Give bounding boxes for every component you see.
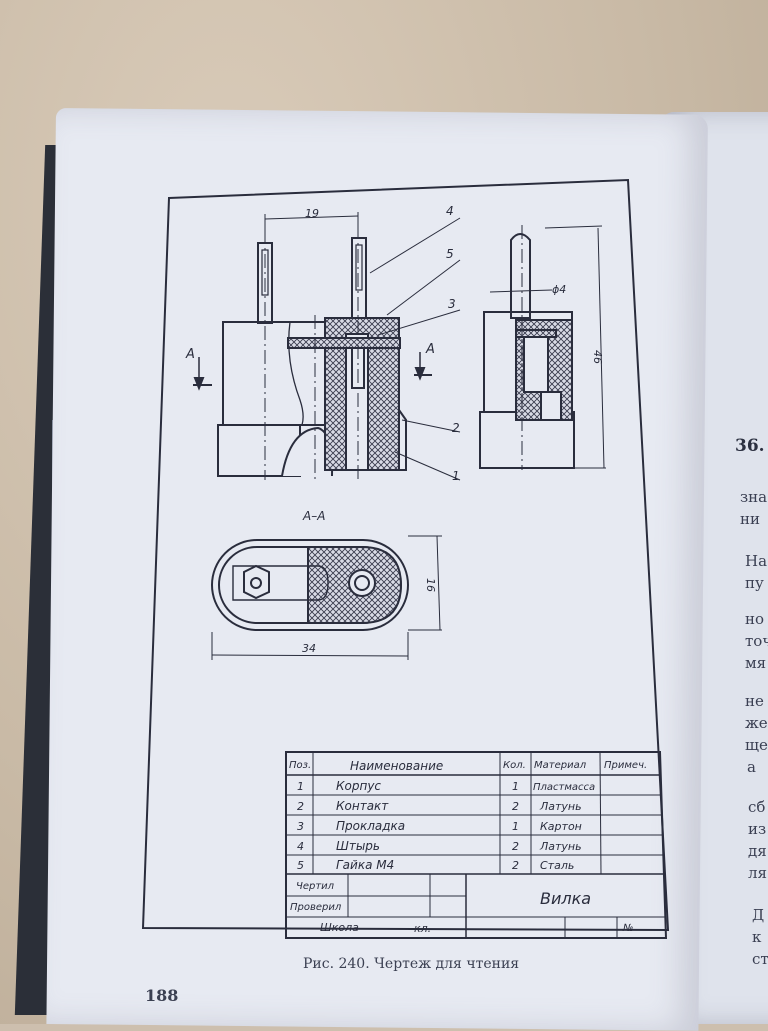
title-block-label: Проверил bbox=[290, 902, 342, 913]
title-block-label: № bbox=[622, 923, 633, 934]
svg-text:2: 2 bbox=[297, 800, 304, 813]
text-fragment: же bbox=[745, 714, 768, 732]
svg-text:2: 2 bbox=[512, 800, 519, 813]
dimension-label: 19 bbox=[305, 207, 319, 220]
text-fragment: ни bbox=[740, 510, 760, 528]
svg-text:1: 1 bbox=[297, 780, 304, 793]
drawing-title: Вилка bbox=[540, 889, 591, 908]
callout-label: 2 bbox=[452, 421, 460, 435]
section-marker: А bbox=[425, 342, 435, 357]
text-fragment: сб bbox=[748, 798, 766, 816]
svg-text:Сталь: Сталь bbox=[540, 859, 574, 872]
text-fragment: но bbox=[745, 610, 765, 628]
svg-text:Картон: Картон bbox=[540, 820, 582, 833]
callout-label: 4 bbox=[446, 204, 454, 218]
table-row: 3 Прокладка 1 Картон bbox=[297, 819, 582, 833]
dimension-label: ϕ4 bbox=[552, 283, 566, 296]
text-fragment: Д bbox=[752, 906, 765, 924]
specification-table bbox=[285, 751, 668, 939]
svg-text:3: 3 bbox=[297, 820, 304, 833]
svg-text:1: 1 bbox=[512, 780, 519, 793]
table-header: Поз. bbox=[289, 760, 311, 771]
svg-text:Штырь: Штырь bbox=[336, 839, 380, 853]
svg-text:Контакт: Контакт bbox=[336, 799, 389, 813]
dimension-label: 46 bbox=[591, 350, 604, 364]
callout-label: 5 bbox=[446, 247, 454, 261]
text-fragment: дя bbox=[748, 842, 767, 860]
side-view bbox=[479, 225, 606, 470]
title-block-label: Чертил bbox=[296, 881, 335, 892]
text-fragment: ще bbox=[745, 736, 768, 754]
title-block-label: Школа bbox=[320, 921, 359, 934]
section-marker: А bbox=[185, 347, 195, 362]
section-title: А–А bbox=[302, 509, 325, 523]
table-row: 4 Штырь 2 Латунь bbox=[297, 839, 582, 853]
svg-text:1: 1 bbox=[512, 820, 519, 833]
svg-text:Латунь: Латунь bbox=[539, 800, 582, 813]
svg-text:Прокладка: Прокладка bbox=[336, 819, 405, 833]
callout-label: 3 bbox=[448, 297, 456, 311]
page-number: 188 bbox=[145, 986, 179, 1005]
svg-text:2: 2 bbox=[512, 840, 519, 853]
dimension-label: 16 bbox=[424, 578, 437, 592]
text-fragment: На bbox=[745, 552, 768, 570]
table-row: 2 Контакт 2 Латунь bbox=[297, 799, 582, 813]
svg-text:Гайка М4: Гайка М4 bbox=[336, 858, 394, 872]
svg-text:4: 4 bbox=[297, 840, 304, 853]
title-block-label: кл. bbox=[414, 922, 431, 935]
table-header: Примеч. bbox=[604, 760, 647, 771]
exercise-number: 36. bbox=[735, 436, 765, 456]
text-fragment: не bbox=[745, 692, 764, 710]
text-fragment: ля bbox=[748, 864, 767, 882]
svg-text:Латунь: Латунь bbox=[539, 840, 582, 853]
svg-text:Пластмасса: Пластмасса bbox=[533, 782, 595, 793]
table-header: Материал bbox=[534, 760, 587, 771]
text-fragment: ст bbox=[752, 950, 768, 968]
section-view bbox=[211, 535, 442, 660]
svg-text:Корпус: Корпус bbox=[336, 779, 381, 793]
text-fragment: точ bbox=[745, 632, 768, 650]
table-row: 5 Гайка М4 2 Сталь bbox=[297, 858, 574, 872]
text-fragment: зна bbox=[740, 488, 768, 506]
callout-label: 1 bbox=[452, 469, 460, 483]
front-view bbox=[193, 212, 461, 481]
figure-caption: Рис. 240. Чертеж для чтения bbox=[303, 956, 520, 972]
drawing-frame bbox=[141, 178, 670, 932]
table-header: Наименование bbox=[350, 759, 443, 773]
text-fragment: пу bbox=[745, 574, 764, 592]
text-fragment: к bbox=[752, 928, 762, 946]
dimension-label: 34 bbox=[302, 642, 316, 655]
svg-text:2: 2 bbox=[512, 859, 519, 872]
text-fragment: из bbox=[748, 820, 767, 838]
text-fragment: а bbox=[747, 758, 756, 776]
table-row: 1 Корпус 1 Пластмасса bbox=[297, 779, 595, 793]
text-fragment: мя bbox=[745, 654, 767, 672]
svg-text:5: 5 bbox=[297, 859, 304, 872]
table-header: Кол. bbox=[503, 760, 526, 771]
